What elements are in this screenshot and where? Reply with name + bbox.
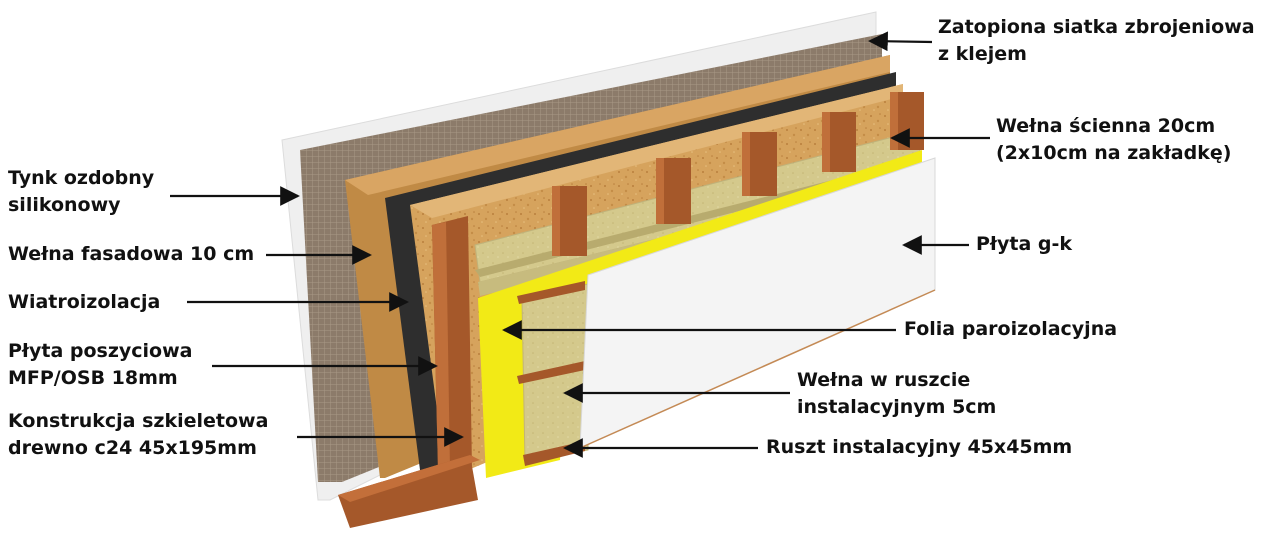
label-wiatroizolacja-line1: Wiatroizolacja — [8, 291, 161, 313]
label-plyta-gk: Płyta g-k — [976, 231, 1072, 258]
label-welna-fasadowa-line1: Wełna fasadowa 10 cm — [8, 243, 255, 265]
label-tynk: Tynk ozdobny silikonowy — [8, 165, 154, 219]
label-folia: Folia paroizolacyjna — [904, 316, 1117, 343]
label-welna-ruszt-line1: Wełna w ruszcie — [797, 369, 971, 391]
label-wiatroizolacja: Wiatroizolacja — [8, 289, 160, 316]
pointer-arrows — [170, 31, 990, 458]
label-welna-fasadowa: Wełna fasadowa 10 cm — [8, 241, 254, 268]
sill-plate-top — [338, 455, 480, 502]
label-ruszt: Ruszt instalacyjny 45x45mm — [766, 434, 1072, 461]
label-plyta-poszyciowa-line1: Płyta poszyciowa — [8, 340, 193, 362]
label-konstrukcja-line1: Konstrukcja szkieletowa — [8, 410, 269, 432]
label-welna-ruszt: Wełna w ruszcie instalacyjnym 5cm — [797, 367, 996, 421]
label-folia-line1: Folia paroizolacyjna — [904, 318, 1118, 340]
label-ruszt-line1: Ruszt instalacyjny 45x45mm — [766, 436, 1073, 458]
label-welna-ruszt-line2: instalacyjnym 5cm — [797, 396, 997, 418]
label-konstrukcja: Konstrukcja szkieletowa drewno c24 45x19… — [8, 408, 268, 462]
label-welna-scienna-line2: (2x10cm na zakładkę) — [996, 142, 1232, 164]
label-plyta-gk-line1: Płyta g-k — [976, 233, 1073, 255]
label-siatka: Zatopiona siatka zbrojeniowa z klejem — [938, 14, 1255, 68]
label-tynk-line1: Tynk ozdobny — [8, 167, 155, 189]
facade-wool-top — [345, 55, 890, 195]
label-konstrukcja-line2: drewno c24 45x195mm — [8, 437, 257, 459]
label-tynk-line2: silikonowy — [8, 194, 121, 216]
label-siatka-line1: Zatopiona siatka zbrojeniowa — [938, 16, 1255, 38]
label-plyta-poszyciowa-line2: MFP/OSB 18mm — [8, 367, 178, 389]
osb-top-edge — [410, 84, 903, 218]
drywall-edge — [579, 289, 936, 449]
label-welna-scienna-line1: Wełna ścienna 20cm — [996, 115, 1216, 137]
label-welna-scienna: Wełna ścienna 20cm (2x10cm na zakładkę) — [996, 113, 1231, 167]
label-plyta-poszyciowa: Płyta poszyciowa MFP/OSB 18mm — [8, 338, 193, 392]
label-siatka-line2: z klejem — [938, 43, 1027, 65]
sill-plate — [338, 455, 478, 528]
